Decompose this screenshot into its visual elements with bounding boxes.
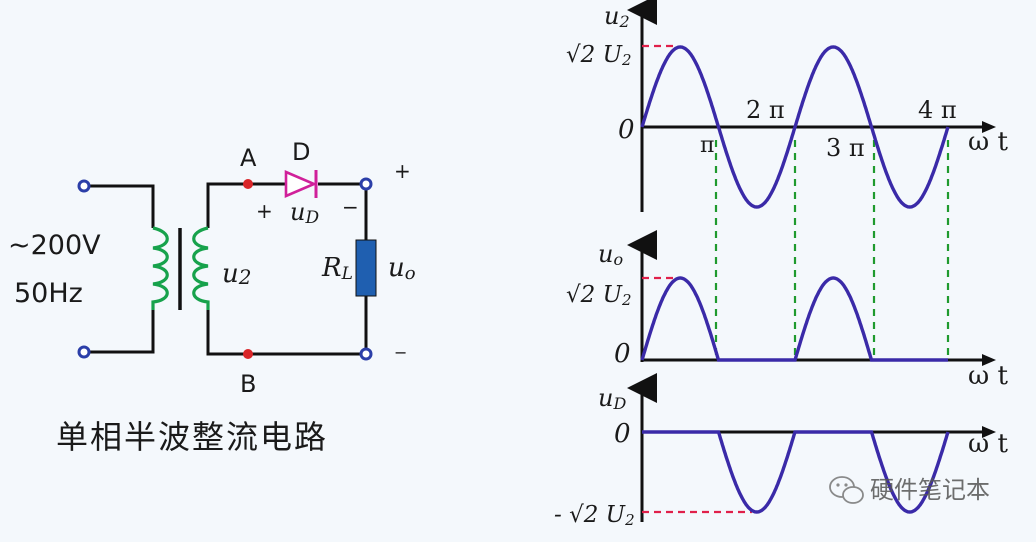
diode-minus-sign: − (342, 195, 359, 219)
node-a-label: A (240, 144, 257, 172)
top-graph-x-label: ω t (968, 127, 1008, 157)
load-resistor (355, 239, 377, 297)
secondary-bottom-wire (206, 310, 366, 356)
source-frequency-label: 50Hz (14, 278, 83, 309)
input-terminal-top (77, 179, 91, 193)
secondary-top-wire (206, 182, 286, 228)
top-graph-origin-label: 0 (618, 115, 635, 145)
primary-top-wire (86, 184, 155, 228)
primary-bottom-wire (86, 310, 155, 354)
top-graph-peak-label: √2 U2 (566, 42, 632, 69)
wechat-icon (829, 476, 864, 504)
circuit: ~200V 50Hz u2 A B D + uD − RL uo + − 单相半… (8, 138, 416, 456)
output-voltage-label: uo (388, 253, 416, 284)
node-b-dot (243, 349, 253, 359)
bottom-graph-origin-label: 0 (614, 419, 631, 449)
output-terminal-bottom (359, 347, 373, 361)
node-b-label: B (240, 370, 256, 398)
output-voltage-wave (640, 276, 948, 362)
watermark-text: 硬件笔记本 (870, 476, 990, 504)
middle-graph-x-label: ω t (968, 361, 1008, 391)
input-voltage-wave (640, 45, 950, 209)
primary-coil (151, 226, 169, 310)
circuit-caption: 单相半波整流电路 (56, 418, 328, 456)
output-terminal-top (359, 177, 373, 191)
diode-symbol (284, 170, 318, 198)
watermark: 硬件笔记本 (829, 476, 990, 504)
middle-graph-origin-label: 0 (614, 339, 631, 369)
tick-label-2pi: 2 π (746, 96, 785, 124)
bottom-graph-x-label: ω t (968, 429, 1008, 459)
middle-graph-peak-label: √2 U2 (566, 282, 632, 309)
bottom-graph-y-label: uD (598, 384, 626, 413)
secondary-voltage-label: u2 (222, 259, 251, 289)
diode-voltage-label: uD (290, 198, 319, 228)
output-plus-sign: + (394, 159, 411, 183)
secondary-coil (192, 226, 210, 310)
diode-label: D (292, 138, 310, 166)
source-voltage-label: ~200V (8, 230, 101, 261)
tick-label-pi: π (700, 133, 714, 158)
top-graph-x-arrow (982, 121, 996, 133)
bottom-graph-peak-label: - √2 U2 (554, 502, 635, 529)
node-a-dot (243, 179, 253, 189)
load-label: RL (321, 253, 353, 284)
top-graph-y-label: u2 (604, 2, 630, 31)
middle-graph-x-arrow (982, 354, 996, 366)
diode-plus-sign: + (256, 199, 273, 223)
diode-voltage-wave (642, 430, 950, 514)
tick-label-3pi: 3 π (826, 134, 865, 162)
middle-graph-y-label: uo (598, 240, 623, 269)
bottom-graph-x-arrow (982, 426, 996, 438)
tick-label-4pi: 4 π (918, 96, 957, 124)
input-terminal-bottom (77, 345, 91, 359)
waveform-graphs: u2 √2 U2 0 ω t π 2 π 3 π 4 π uo √2 U2 0 … (554, 0, 1008, 529)
output-minus-sign: − (394, 343, 407, 362)
